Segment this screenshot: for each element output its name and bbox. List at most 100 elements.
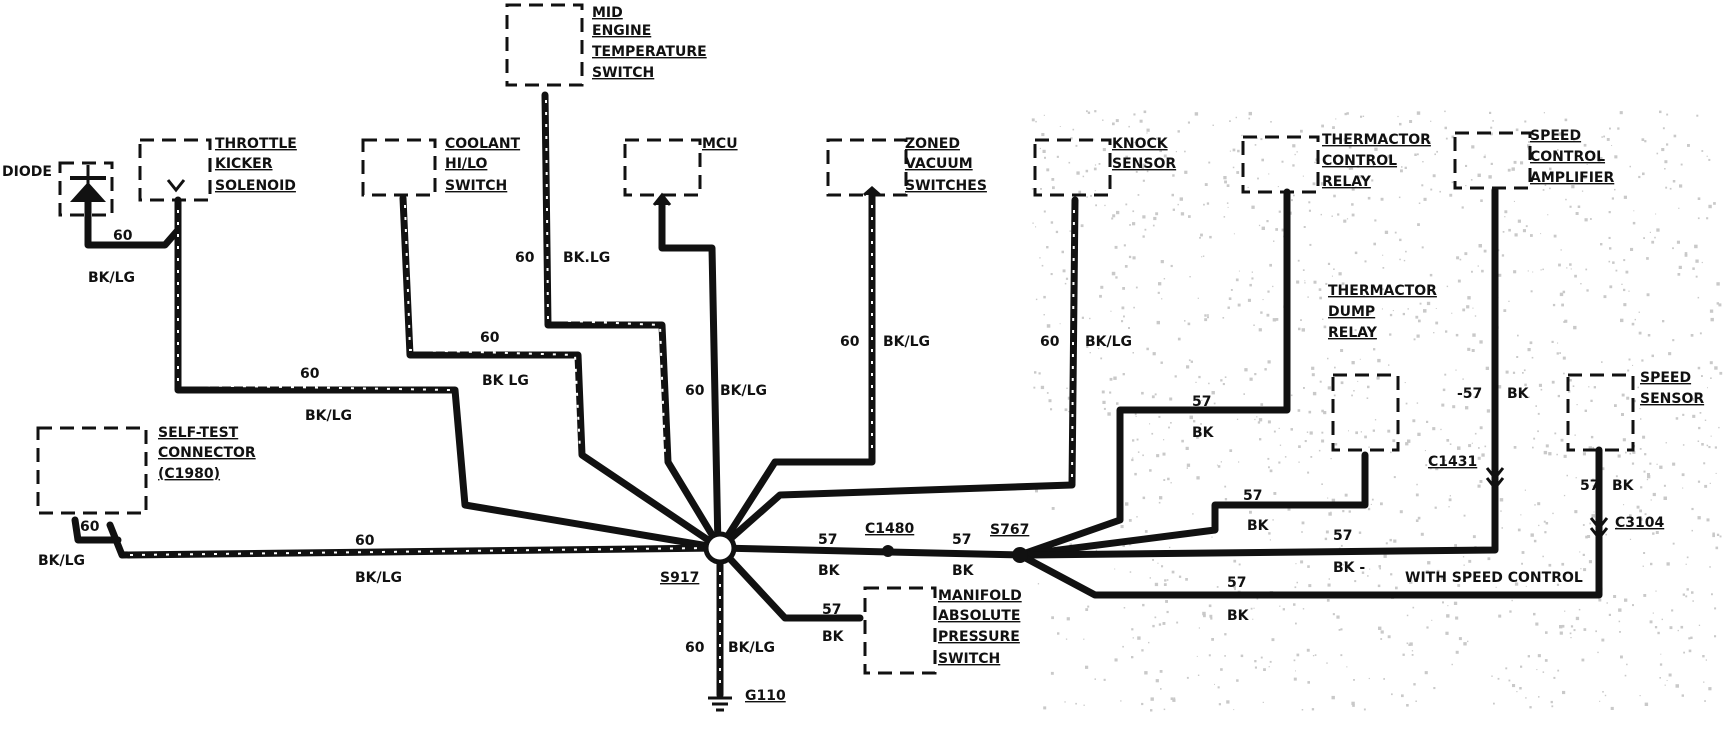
wire-thermactor-dump: [1016, 451, 1369, 559]
wire-gauge: 57: [1243, 488, 1262, 504]
label-self-test-2: CONNECTOR: [158, 445, 256, 461]
wire-gauge: 57: [818, 532, 837, 548]
thermactor-control-box: [1241, 135, 1320, 194]
label-speed-control-2: CONTROL: [1530, 149, 1605, 165]
wire-gauge: 60: [355, 533, 375, 549]
label-c3104: C3104: [1615, 515, 1664, 531]
label-coolant-2: HI/LO: [445, 156, 487, 172]
zoned-vacuum-box: [826, 138, 908, 197]
wire-color: BK: [822, 629, 845, 645]
wire-color: BK: [1192, 425, 1215, 441]
wire-gauge: 57: [1580, 478, 1599, 494]
label-knock-2: SENSOR: [1112, 156, 1176, 172]
diode-box: [58, 161, 114, 217]
wire-color: BK: [1612, 478, 1635, 494]
label-thermactor-dump-3: RELAY: [1328, 325, 1378, 341]
wire-gauge: 60: [113, 228, 133, 244]
wire-gauge: 57: [952, 532, 971, 548]
thermactor-dump-box: [1331, 373, 1400, 452]
label-s917: S917: [660, 570, 699, 586]
label-self-test-1: SELF-TEST: [158, 425, 239, 441]
label-speed-control-1: SPEED: [1530, 128, 1581, 144]
wire-color: BK/LG: [355, 570, 402, 586]
label-throttle-2: KICKER: [215, 156, 273, 172]
label-throttle-3: SOLENOID: [215, 178, 296, 194]
map-switch-box: [863, 586, 937, 675]
component-labels: DIODE MID ENGINE TEMPERATURE SWITCH THRO…: [2, 5, 1704, 667]
label-speed-sensor-1: SPEED: [1640, 370, 1691, 386]
wire-labels: 60 BK/LG 60 BK/LG 60 BK LG 60 BK.LG 60 B…: [38, 228, 1635, 656]
wire-self-test: [106, 521, 724, 559]
wire-gauge: 60: [80, 519, 100, 535]
wire-gauge: 60: [480, 330, 500, 346]
label-thermactor-dump-2: DUMP: [1328, 304, 1375, 320]
label-speed-control-3: AMPLIFIER: [1530, 170, 1614, 186]
wire-color: BK -: [1333, 560, 1365, 576]
label-map-4: SWITCH: [938, 651, 1000, 667]
label-g110: G110: [745, 688, 786, 704]
label-map-1: MANIFOLD: [938, 588, 1022, 604]
wire-color: BK/LG: [1085, 334, 1132, 350]
splice-labels: S917 S767 C1480 C1431 C3104 G110 WITH SP…: [660, 454, 1664, 704]
label-coolant-3: SWITCH: [445, 178, 507, 194]
wire-gauge: 60: [515, 250, 535, 266]
wire-color: BK: [1507, 386, 1530, 402]
speed-sensor-box: [1566, 373, 1635, 452]
c1480-node: [882, 545, 894, 557]
wire-gauge: 60: [1040, 334, 1060, 350]
label-c1431: C1431: [1428, 454, 1477, 470]
label-thermactor-control-3: RELAY: [1322, 174, 1372, 190]
label-throttle-1: THROTTLE: [215, 136, 297, 152]
wire-color: BK: [1247, 518, 1270, 534]
label-thermactor-dump-1: THERMACTOR: [1328, 283, 1437, 299]
label-thermactor-control-2: CONTROL: [1322, 153, 1397, 169]
wire-gauge: -57: [1457, 386, 1482, 402]
wire-gauge: 60: [840, 334, 860, 350]
solenoid-icon: [166, 179, 186, 193]
wire-color: BK LG: [482, 373, 529, 389]
wire-color: BK/LG: [88, 270, 135, 286]
splice-s917-node: [703, 531, 737, 565]
label-self-test-3: (C1980): [158, 466, 220, 482]
diode-icon: [70, 165, 106, 215]
wire-color: BK/LG: [720, 383, 767, 399]
throttle-kicker-box: [138, 138, 212, 202]
wire-diode: [84, 191, 182, 249]
wire-gauge: 57: [1227, 575, 1246, 591]
label-mid-engine-temp-1: MID: [592, 5, 623, 21]
wire-speed-sensor: [1016, 446, 1603, 599]
wire-color: BK: [952, 563, 975, 579]
self-test-box: [36, 426, 148, 515]
mid-engine-temp-box: [505, 3, 584, 87]
c1431-connector-icon: [1485, 467, 1505, 491]
wire-mid-engine-temp: [541, 91, 724, 552]
wire-knock-sensor: [716, 196, 1079, 552]
label-map-3: PRESSURE: [938, 629, 1020, 645]
wire-throttle-kicker: [174, 196, 724, 552]
wire-s917-s767: [716, 544, 1024, 559]
wire-color: BK/LG: [38, 553, 85, 569]
speed-control-amp-box: [1453, 131, 1532, 190]
label-mid-engine-temp-2: ENGINE: [592, 23, 651, 39]
wire-mcu: [658, 201, 722, 552]
label-mid-engine-temp-4: SWITCH: [592, 65, 654, 81]
label-diode: DIODE: [2, 164, 52, 180]
wire-gauge: 60: [685, 640, 705, 656]
wire-zoned-vacuum: [716, 191, 876, 552]
print-texture: [1031, 110, 1723, 712]
label-map-2: ABSOLUTE: [938, 608, 1020, 624]
wire-map-switch: [716, 544, 864, 622]
wire-gauge: 60: [300, 366, 320, 382]
wire-color: BK: [1227, 608, 1250, 624]
component-boxes: [36, 3, 1635, 675]
label-zoned-1: ZONED: [905, 136, 960, 152]
wires: [71, 91, 1603, 699]
label-thermactor-control-1: THERMACTOR: [1322, 132, 1431, 148]
wire-color: BK/LG: [883, 334, 930, 350]
label-with-speed-control: WITH SPEED CONTROL: [1405, 570, 1583, 586]
wire-speed-control: [1026, 186, 1499, 559]
ground-icon: [708, 696, 732, 712]
wire-color: BK.LG: [563, 250, 610, 266]
wire-thermactor-control: [1016, 188, 1291, 559]
